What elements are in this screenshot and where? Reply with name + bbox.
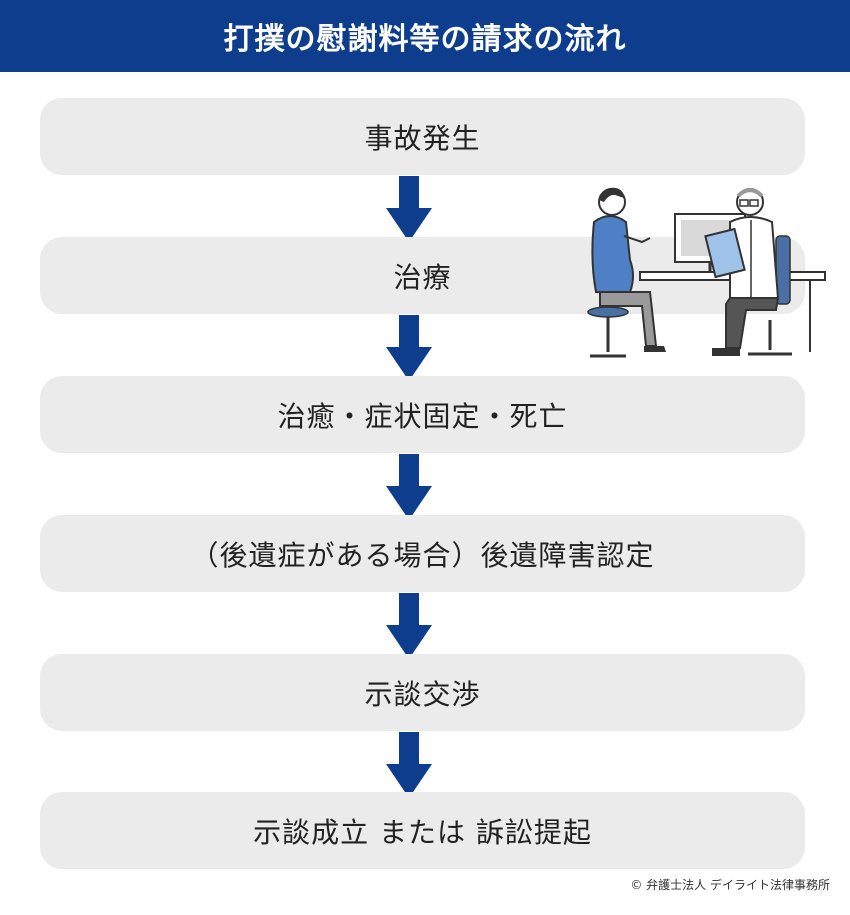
step-accident: 事故発生 — [40, 98, 805, 175]
page-title: 打撲の慰謝料等の請求の流れ — [223, 22, 627, 57]
doctor-consultation-icon — [587, 187, 826, 358]
step-label: （後遺症がある場合）後遺障害認定 — [190, 538, 655, 572]
step-settlement-or-lawsuit: 示談成立 または 訴訟提起 — [40, 792, 805, 869]
copyright-text: © 弁護士法人 デイライト法律事務所 — [630, 878, 830, 892]
step-negotiation: 示談交渉 — [40, 654, 805, 731]
header-banner: 打撲の慰謝料等の請求の流れ — [0, 0, 850, 72]
down-arrow-icon — [386, 732, 432, 798]
step-label: 示談交渉 — [364, 677, 481, 711]
down-arrow-icon — [386, 315, 432, 381]
down-arrow-icon — [386, 176, 432, 242]
down-arrow-icon — [386, 593, 432, 659]
step-label: 示談成立 または 訴訟提起 — [253, 815, 592, 849]
step-disability-certification: （後遺症がある場合）後遺障害認定 — [40, 515, 805, 592]
down-arrow-icon — [386, 454, 432, 520]
step-label: 治療 — [393, 260, 452, 294]
step-recovery: 治癒・症状固定・死亡 — [40, 376, 805, 453]
step-label: 事故発生 — [364, 121, 481, 155]
step-label: 治癒・症状固定・死亡 — [277, 399, 568, 433]
